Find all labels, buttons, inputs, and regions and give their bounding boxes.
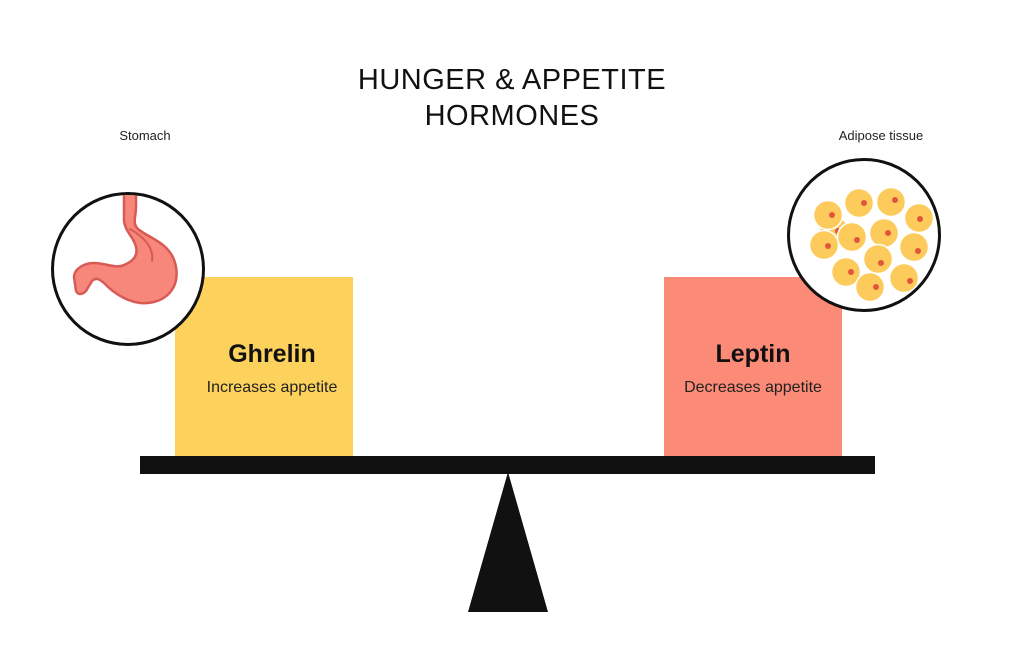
- fat-cell: [808, 229, 840, 261]
- title-line-1: HUNGER & APPETITE: [357, 64, 667, 96]
- ghrelin-effect: Increases appetite: [206, 379, 338, 396]
- fat-cell: [836, 221, 868, 253]
- fat-cell-nucleus: [878, 260, 884, 266]
- fat-cell-nucleus: [907, 278, 913, 284]
- fat-cell-nucleus: [885, 230, 891, 236]
- adipose-circle: [787, 158, 941, 312]
- diagram-title: HUNGER & APPETITE HORMONES: [312, 62, 712, 134]
- fat-cell-nucleus: [861, 200, 867, 206]
- scale-beam: [140, 456, 875, 474]
- stomach-caption: Stomach: [119, 128, 171, 143]
- fat-cell-nucleus: [829, 212, 835, 218]
- fat-cell: [862, 243, 894, 275]
- fat-cell-nucleus: [825, 243, 831, 249]
- fat-cell: [854, 271, 886, 303]
- fat-cell-nucleus: [854, 237, 860, 243]
- fat-cell: [843, 187, 875, 219]
- fat-cell: [898, 231, 930, 263]
- stomach-circle: [51, 192, 205, 346]
- fat-cells-icon: [808, 186, 935, 303]
- fat-cell-nucleus: [917, 216, 923, 222]
- fat-cell: [868, 217, 900, 249]
- leptin-label: Leptin: [715, 340, 791, 368]
- ghrelin-box: Ghrelin Increases appetite: [175, 277, 353, 457]
- fat-cell: [812, 199, 844, 231]
- scale-fulcrum: [468, 472, 548, 612]
- fat-cell-nucleus: [873, 284, 879, 290]
- fat-cell-nucleus: [848, 269, 854, 275]
- leptin-effect: Decreases appetite: [684, 379, 822, 396]
- fat-cell: [830, 256, 862, 288]
- fat-cell: [888, 262, 920, 294]
- fat-cell-nucleus: [892, 197, 898, 203]
- adipose-caption: Adipose tissue: [838, 128, 924, 143]
- leptin-box: Leptin Decreases appetite: [664, 277, 842, 457]
- fat-cell-nucleus: [915, 248, 921, 254]
- ghrelin-label: Ghrelin: [228, 340, 316, 368]
- title-line-2: HORMONES: [424, 100, 600, 132]
- fat-cell: [875, 186, 907, 218]
- stomach-icon: [72, 195, 178, 305]
